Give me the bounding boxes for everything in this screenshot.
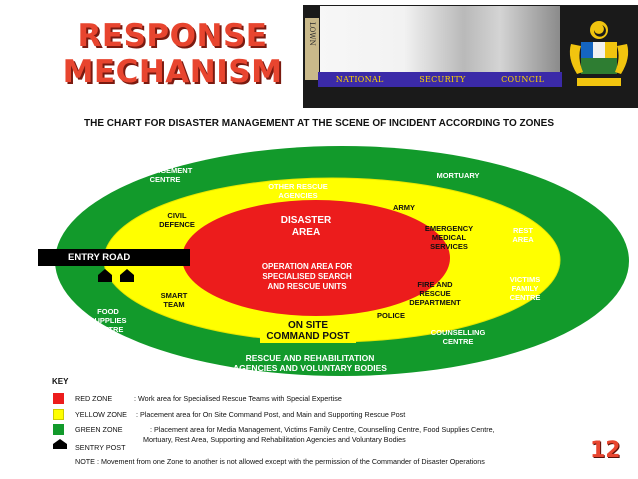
banner-nav-council: COUNCIL [501, 75, 545, 84]
red-zone [182, 200, 450, 316]
red-zone-swatch [53, 393, 64, 404]
sentry-post-key-label: SENTRY POST [75, 443, 126, 452]
army: ARMY [392, 203, 416, 212]
banner-nav-security: SECURITY [419, 75, 466, 84]
slide-title-line2: MECHANISM [62, 54, 283, 90]
green-zone-swatch [53, 424, 64, 435]
sentry-post-key-icon [53, 439, 67, 449]
slide-title: RESPONSE MECHANISM [55, 18, 290, 90]
banner-side-strip: LOWN [305, 18, 319, 80]
red-zone-key-desc: : Work area for Specialised Rescue Teams… [134, 394, 342, 403]
red-zone-key-label: RED ZONE [75, 394, 113, 403]
green-zone-key-label: GREEN ZONE [75, 425, 123, 434]
entry-road: ENTRY ROAD [38, 249, 190, 266]
police: POLICE [377, 311, 405, 320]
yellow-zone-swatch [53, 409, 64, 420]
yellow-zone-key-label: YELLOW ZONE [75, 410, 127, 419]
yellow-zone-key-desc: : Placement area for On Site Command Pos… [136, 410, 406, 419]
banner-side-text: LOWN [308, 22, 316, 46]
mortuary: MORTUARY [436, 171, 480, 180]
sentry-posts [98, 269, 134, 282]
banner-nav: NATIONAL SECURITY COUNCIL [318, 72, 562, 87]
coat-of-arms-icon [563, 16, 635, 96]
sentry-post-icon [120, 269, 134, 282]
page-number: 12 [590, 438, 621, 463]
movement-note: NOTE : Movement from one Zone to another… [75, 457, 485, 466]
green-zone-key-desc: : Placement area for Media Management, V… [150, 425, 495, 434]
banner-nav-national: NATIONAL [335, 75, 384, 84]
chart-title: THE CHART FOR DISASTER MANAGEMENT AT THE… [83, 118, 554, 129]
green-zone-key-desc-2: Mortuary, Rest Area, Supporting and Reha… [143, 435, 406, 444]
key-heading: KEY [52, 377, 69, 386]
on-site-command-post-box [260, 317, 356, 343]
banner-photo [320, 6, 560, 72]
sentry-post-icon [98, 269, 112, 282]
slide-title-line1: RESPONSE [77, 18, 268, 54]
